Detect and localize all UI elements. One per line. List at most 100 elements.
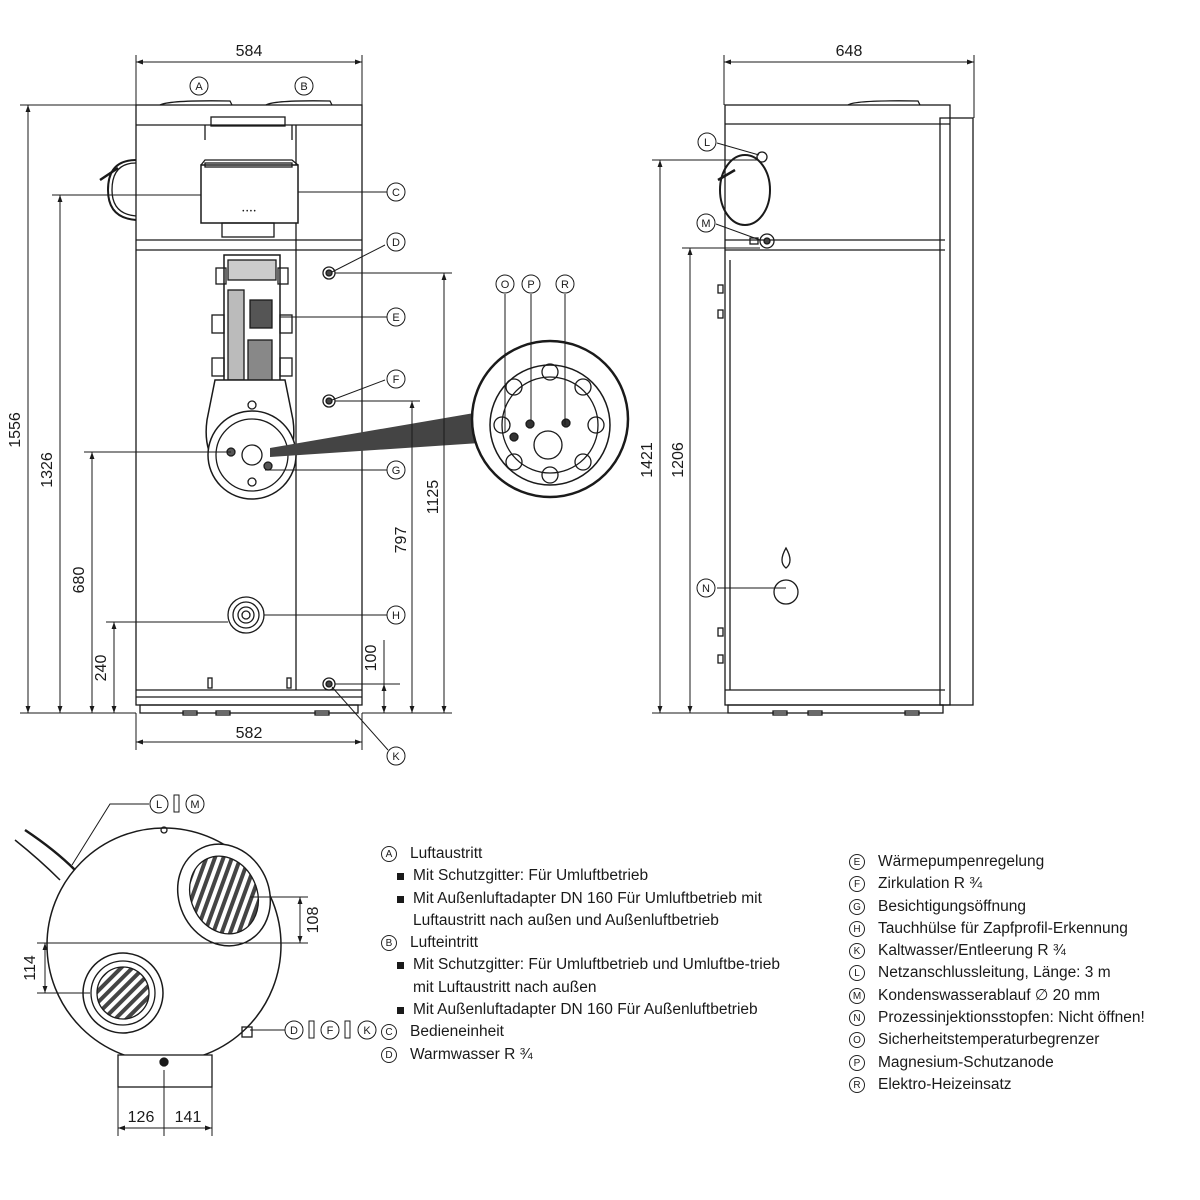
- legend-item-c: C Bedieneinheit: [381, 1021, 799, 1043]
- bullet-square-icon: [397, 895, 404, 903]
- callout-separator: [308, 1020, 315, 1039]
- legend-item-r: R Elektro-Heizeinsatz: [849, 1074, 1145, 1096]
- dim-front-bottom-width: 582: [236, 725, 263, 742]
- legend-item-p: P Magnesium-Schutzanode: [849, 1052, 1145, 1074]
- legend-item-f: F Zirkulation R ¾: [849, 873, 1145, 895]
- callout-m-label: M: [701, 218, 710, 230]
- callout-badges: A B C D E F G H K O P R L M N L M D F K: [149, 76, 717, 1040]
- panel-indicator-text: • • • •: [242, 209, 255, 215]
- legend-badge: F: [849, 876, 865, 893]
- dim-side-width: 648: [836, 43, 863, 60]
- callout-separator: [173, 794, 180, 813]
- callout-top-d-label: D: [290, 1025, 298, 1037]
- legend-left: A Luftaustritt Mit Schutzgitter: Für Uml…: [381, 843, 799, 1066]
- dim-front-top-width: 584: [236, 43, 263, 60]
- legend-badge: L: [849, 965, 865, 982]
- dim-height-f: 797: [393, 527, 410, 554]
- callout-top-k: K: [357, 1020, 377, 1040]
- legend-item-k: K Kaltwasser/Entleerung R ¾: [849, 940, 1145, 962]
- legend-label: Magnesium-Schutzanode: [878, 1053, 1054, 1071]
- dimension-lines: [20, 55, 975, 1136]
- callout-n: N: [696, 578, 716, 598]
- legend-badge: P: [849, 1054, 865, 1071]
- legend-badge: B: [381, 935, 397, 952]
- legend-badge: G: [849, 898, 865, 915]
- callout-g-label: G: [392, 465, 401, 477]
- top-view: [14, 826, 282, 1088]
- legend-item-a: A Luftaustritt: [381, 843, 799, 865]
- legend-item-d: D Warmwasser R ¾: [381, 1044, 799, 1066]
- bullet-square-icon: [397, 1007, 404, 1015]
- legend-label: Zirkulation R ¾: [878, 875, 983, 893]
- callout-p-label: P: [527, 279, 534, 291]
- legend-subitem-text: Mit Außenluftadapter DN 160 Für Außenluf…: [413, 1001, 758, 1019]
- callout-b: B: [294, 76, 314, 96]
- dim-height-g: 680: [71, 567, 88, 594]
- callout-c-label: C: [392, 187, 400, 199]
- callout-g: G: [386, 460, 406, 480]
- dim-top-126: 126: [128, 1109, 155, 1126]
- callout-l-label: L: [704, 137, 710, 149]
- callout-d-label: D: [392, 237, 400, 249]
- callout-d: D: [386, 232, 406, 252]
- callout-a: A: [189, 76, 209, 96]
- legend-label: Elektro-Heizeinsatz: [878, 1075, 1012, 1093]
- callout-b-label: B: [300, 81, 307, 93]
- legend-label: Sicherheitstemperaturbegrenzer: [878, 1031, 1100, 1049]
- legend-subitem: Mit Außenluftadapter DN 160 Für Außenluf…: [397, 999, 799, 1021]
- legend-badge: H: [849, 920, 865, 937]
- callout-e: E: [386, 307, 406, 327]
- callout-top-l-label: L: [156, 799, 162, 811]
- legend-label: Besichtigungsöffnung: [878, 897, 1026, 915]
- callout-f-label: F: [393, 374, 400, 386]
- callout-f: F: [386, 369, 406, 389]
- dim-side-height-n: 1206: [670, 442, 687, 478]
- legend-item-g: G Besichtigungsöffnung: [849, 896, 1145, 918]
- callout-c: C: [386, 182, 406, 202]
- callout-top-d: D: [284, 1020, 304, 1040]
- callout-top-l: L: [149, 794, 169, 814]
- legend-label: Wärmepumpenregelung: [878, 853, 1045, 870]
- dim-side-height-m: 1421: [639, 442, 656, 478]
- legend-badge: C: [381, 1024, 397, 1041]
- legend-subitem: Mit Schutzgitter: Für Umluftbetrieb und …: [397, 954, 799, 999]
- legend-label: Netzanschlussleitung, Länge: 3 m: [878, 964, 1111, 982]
- legend-label: Kaltwasser/Entleerung R ¾: [878, 942, 1066, 960]
- legend-item-b: B Lufteintritt: [381, 932, 799, 954]
- dim-total-height: 1556: [7, 412, 24, 448]
- callout-separator: [344, 1020, 351, 1039]
- dim-top-114: 114: [22, 955, 39, 981]
- legend-subitem-text: Mit Schutzgitter: Für Umluftbetrieb und …: [413, 956, 780, 996]
- callout-top-f-label: F: [327, 1025, 334, 1037]
- dim-top-108: 108: [305, 907, 322, 934]
- callout-h-label: H: [392, 610, 400, 622]
- legend-subitem: Mit Schutzgitter: Für Umluftbetrieb: [397, 865, 799, 887]
- callout-top-k-label: K: [363, 1025, 371, 1037]
- legend-item-l: L Netzanschlussleitung, Länge: 3 m: [849, 962, 1145, 984]
- legend-badge: D: [381, 1046, 397, 1063]
- callout-m: M: [696, 213, 716, 233]
- callout-l: L: [697, 132, 717, 152]
- dim-top-141: 141: [175, 1109, 202, 1126]
- legend-badge: N: [849, 1010, 865, 1027]
- legend-subitem-text: Mit Schutzgitter: Für Umluftbetrieb: [413, 867, 649, 885]
- dimension-labels: 584 582 648 1556 1326 680 240 100 797 11…: [7, 43, 862, 1126]
- legend-badge: K: [849, 943, 865, 960]
- callout-o: O: [495, 274, 515, 294]
- callout-h: H: [386, 605, 406, 625]
- callout-k-label: K: [392, 751, 400, 763]
- dim-height-c: 1326: [39, 452, 56, 488]
- side-view: [717, 100, 974, 716]
- callout-e-label: E: [392, 312, 399, 324]
- bullet-square-icon: [397, 873, 404, 881]
- legend-label: Luftaustritt: [410, 845, 483, 862]
- callout-o-label: O: [501, 279, 510, 291]
- callout-top-m-label: M: [190, 799, 199, 811]
- legend-badge: R: [849, 1076, 865, 1093]
